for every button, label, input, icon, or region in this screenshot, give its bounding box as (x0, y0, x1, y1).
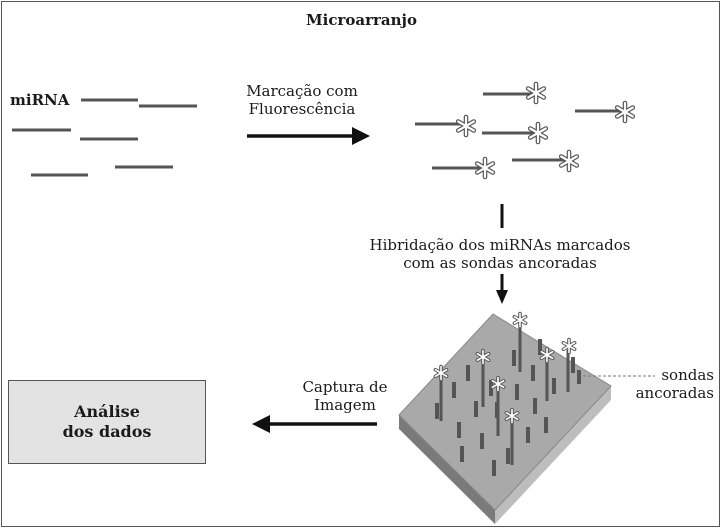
analysis-line-2: dos dados (62, 422, 152, 441)
probe (533, 398, 537, 414)
unlabeled-mirna-strands (12, 98, 197, 177)
probe (531, 365, 535, 381)
probe (474, 401, 478, 417)
probe (571, 357, 575, 373)
probe (526, 427, 530, 443)
capture-step-label: Captura de Imagem (290, 378, 400, 414)
probe (538, 339, 542, 355)
capture-line-2: Imagem (314, 396, 376, 414)
labeling-line-1: Marcação com (246, 82, 358, 100)
probe (544, 417, 548, 433)
capture-line-1: Captura de (302, 378, 388, 396)
probe (466, 365, 470, 381)
hybridization-arrow (496, 204, 508, 304)
hybridization-line-2: com as sondas ancoradas (403, 254, 597, 272)
probe (492, 460, 496, 476)
mirna-label: miRNA (10, 91, 70, 109)
fluorescent-label-icon (512, 311, 528, 329)
probe (552, 378, 556, 394)
probes-line-1: sondas (661, 366, 714, 384)
probe (480, 433, 484, 449)
labeling-step-label: Marcação com Fluorescência (232, 82, 372, 118)
hybridized-probes (433, 311, 577, 465)
fluorescent-label-icon (561, 337, 577, 355)
probe (457, 422, 461, 438)
diagram-title: Microarranjo (306, 11, 417, 29)
probe (515, 384, 519, 400)
fluorescent-label-icon (458, 117, 474, 135)
probe (460, 446, 464, 462)
probe (435, 403, 439, 419)
labeling-line-2: Fluorescência (248, 100, 356, 118)
probe (512, 350, 516, 366)
probes-line-2: ancoradas (635, 384, 714, 402)
probe (577, 370, 581, 384)
hybridization-step-label: Hibridação dos miRNAs marcados com as so… (340, 236, 660, 272)
analysis-line-1: Análise (74, 402, 140, 421)
probe (506, 448, 510, 464)
data-analysis-box: Análise dos dados (8, 380, 206, 464)
labeling-arrow (247, 127, 370, 145)
labeled-mirna-strands (415, 84, 633, 177)
probe (452, 382, 456, 398)
hybridization-line-1: Hibridação dos miRNAs marcados (369, 236, 631, 254)
capture-arrow (252, 415, 377, 433)
probes-label: sondas ancoradas (630, 366, 714, 402)
